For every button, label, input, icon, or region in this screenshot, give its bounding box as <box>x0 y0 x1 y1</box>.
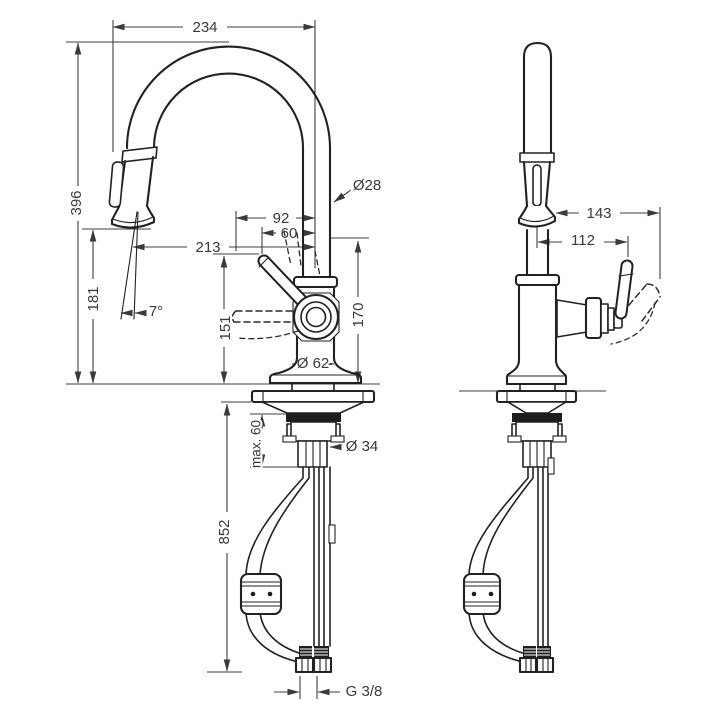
front-undercounter <box>239 401 365 674</box>
dim-handle-offset-up: 60 <box>261 223 316 254</box>
dim-label-60: 60 <box>281 225 298 242</box>
side-hose-counterweight <box>462 572 502 616</box>
spray-head-collar <box>121 146 158 163</box>
dim-label-213: 213 <box>195 239 220 256</box>
side-head-slot <box>532 164 542 207</box>
side-view <box>462 41 661 674</box>
hose-connectors <box>294 646 333 674</box>
front-spout <box>125 45 332 279</box>
hose-counterweight <box>239 572 283 616</box>
mounting-nut <box>290 421 337 442</box>
side-undercounter <box>462 401 567 674</box>
dim-outlet-to-axis: 213 <box>132 237 316 258</box>
dim-hose-length: 852 <box>207 401 251 673</box>
dim-label-o62: Ø 62 <box>297 355 330 372</box>
dim-handle-height: 151 <box>213 253 259 384</box>
side-handle <box>610 259 661 345</box>
side-hose-connectors <box>518 646 555 674</box>
dim-label-234: 234 <box>192 19 217 36</box>
spray-head-clip <box>108 161 125 208</box>
dim-body-diameter: Ø 62 <box>291 353 335 374</box>
dim-connection-thread: G 3/8 <box>274 676 384 702</box>
dim-spray-outlet-height: 181 <box>82 228 151 384</box>
dim-label-92: 92 <box>273 210 290 227</box>
dim-label-112: 112 <box>571 232 595 249</box>
front-base <box>250 356 376 404</box>
front-handle-dashed <box>231 310 299 340</box>
dim-aerator-height: 170 <box>331 237 369 384</box>
side-valve-cone <box>556 299 588 338</box>
side-base <box>495 358 578 404</box>
dim-label-181: 181 <box>85 286 102 311</box>
dim-label-396: 396 <box>68 190 85 215</box>
side-escutcheon-plate <box>495 389 578 404</box>
dim-spout-diameter: Ø28 <box>333 175 383 203</box>
dim-max-deck-thickness: max. 60 <box>247 413 297 470</box>
dim-label-g38: G 3/8 <box>346 683 383 700</box>
front-view <box>108 45 376 674</box>
side-spout <box>517 41 557 277</box>
dim-handle-reach: 112 <box>536 208 629 257</box>
spray-head-flare <box>110 204 156 229</box>
spray-axis-line <box>120 211 138 320</box>
escutcheon-plate <box>250 389 376 404</box>
dim-label-7deg: 7° <box>149 303 163 320</box>
mounting-washer <box>286 413 341 422</box>
dim-hole-diameter: Ø 34 <box>329 436 380 457</box>
dim-label-170: 170 <box>350 302 367 327</box>
front-spray-head <box>108 146 158 320</box>
dim-label-o34: Ø 34 <box>346 438 379 455</box>
side-handle-dashed <box>610 283 661 345</box>
dim-handle-reach-swung: 143 <box>555 203 661 279</box>
dim-label-151: 151 <box>217 315 234 340</box>
front-handle <box>231 254 340 341</box>
dim-spout-height: 396 <box>66 42 87 384</box>
side-body <box>514 273 623 362</box>
dim-label-852: 852 <box>216 519 233 544</box>
dim-handle-offset-side: 92 <box>235 208 316 251</box>
dim-label-143: 143 <box>586 205 611 222</box>
dim-label-o28: Ø28 <box>353 177 381 194</box>
dim-spout-projection: 234 <box>112 17 316 152</box>
dim-spray-angle: 7° <box>120 301 165 322</box>
side-collar <box>519 152 555 163</box>
dim-label-max60: max. 60 <box>249 420 264 468</box>
side-flare <box>517 204 557 228</box>
dimensions-layer: 234 396 181 92 60 <box>66 17 661 702</box>
